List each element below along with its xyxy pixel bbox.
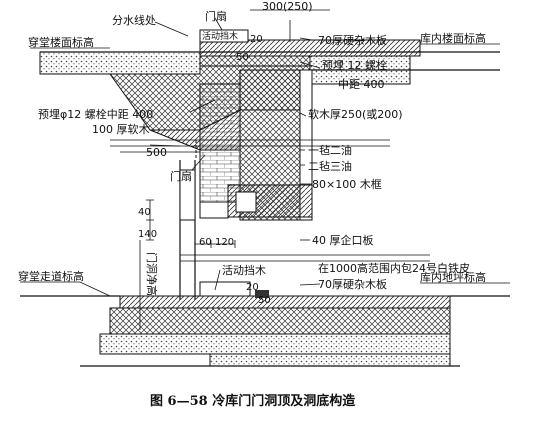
label-dim-500: 500 [146,146,167,159]
label-inner-floor: 库内楼面标高 [420,31,486,45]
label-felt-3: 二毡三油 [308,159,352,173]
floor-sill [20,281,510,367]
label-dim-60: 60 [199,237,212,248]
label-dim-top: 300(250) [262,0,313,13]
label-dim-40: 40 [138,207,151,218]
door-jamb [179,140,197,300]
label-door-clear-height: 门洞净高 [145,252,159,296]
label-door-leaf-top: 门扇 [205,9,227,23]
label-frame: 80×100 木框 [312,178,382,191]
label-hard-board-bottom: 70厚硬杂木板 [318,277,387,291]
label-corridor-walk: 穿堂走道标高 [18,269,84,283]
label-embed-right-2: 中距 400 [338,78,385,91]
label-door-leaf-mid: 门扇 [170,169,192,183]
wall-insulation [199,69,313,221]
label-hard-board-top: 70厚硬杂木板 [318,33,387,47]
label-dim-20b: 20 [246,282,259,293]
label-softwood-thick: 软木厚250(或200) [308,107,403,121]
label-inner-ground: 库内地坪标高 [420,270,486,284]
figure-caption: 图 6—58 冷库门门洞顶及洞底构造 [150,393,356,409]
label-active-stop-top: 活动挡木 [202,30,238,42]
label-dim-50b: 50 [258,295,271,306]
labels: 门扇 300(250) 分水线处 活动挡木 穿堂楼面标高 70厚硬杂木板 库内楼… [18,0,486,306]
label-water-divide: 分水线处 [112,13,156,27]
break-lines [110,139,430,262]
label-dim-50: 50 [236,52,249,63]
label-embed-left: 预埋φ12 螺栓中距 400 [38,107,153,121]
label-dim-140: 140 [138,229,157,240]
label-active-stop-bottom: 活动挡木 [222,263,266,277]
label-dim-20: 20 [250,34,263,45]
top-slab [39,29,500,85]
label-board-40: 40 厚企口板 [312,233,374,247]
leader-lines [20,9,510,297]
label-embed-right: 预埋 12 螺栓 [322,58,387,72]
label-softwood-100: 100 厚软木 [92,122,150,136]
label-felt-2: 一毡二油 [308,143,352,157]
label-corridor-floor: 穿堂楼面标高 [28,35,94,49]
label-dim-120: 120 [215,237,234,248]
dimension-lines [120,151,236,330]
label-steel-sheet: 在1000高范围内包24号白铁皮 [318,261,470,275]
